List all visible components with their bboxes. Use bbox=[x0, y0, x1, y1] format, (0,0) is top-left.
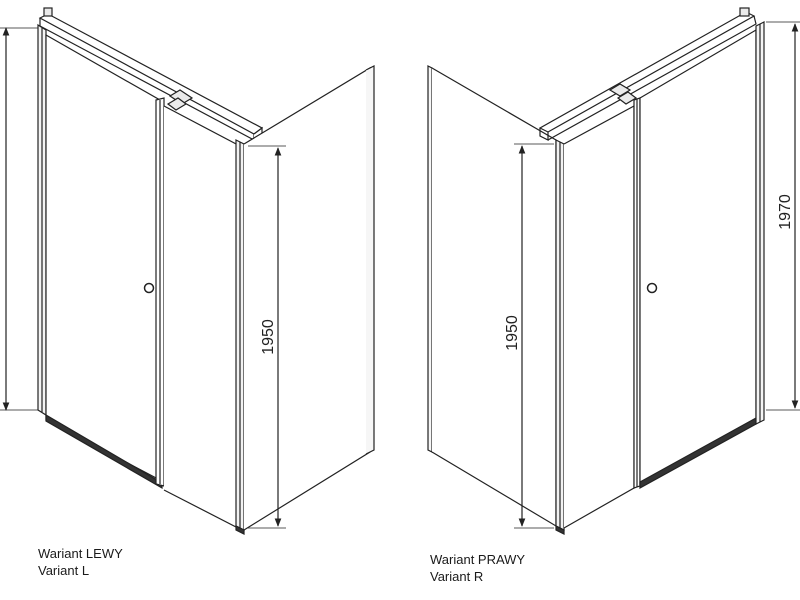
left-door-knob bbox=[143, 282, 155, 294]
right-variant-caption: Wariant PRAWY Variant R bbox=[430, 551, 525, 585]
right-inner-height-dimension bbox=[514, 143, 554, 529]
left-variant-label-pl: Wariant LEWY bbox=[38, 546, 123, 561]
right-total-height-label: 1970 bbox=[777, 194, 794, 230]
left-variant-drawing bbox=[0, 7, 375, 535]
left-variant-caption: Wariant LEWY Variant L bbox=[38, 545, 123, 579]
right-variant-drawing bbox=[427, 7, 800, 535]
left-side-panel bbox=[235, 65, 375, 535]
right-door-panel bbox=[633, 21, 765, 490]
left-inner-height-label: 1950 bbox=[260, 319, 277, 355]
right-door-knob bbox=[646, 282, 658, 294]
left-top-rail bbox=[38, 7, 264, 141]
right-variant-label-en: Variant R bbox=[430, 569, 484, 584]
right-side-panel bbox=[427, 65, 565, 535]
right-top-rail bbox=[538, 7, 757, 141]
left-variant-label-en: Variant L bbox=[38, 563, 90, 578]
left-fixed-panel bbox=[163, 105, 239, 529]
right-variant-label-pl: Wariant PRAWY bbox=[430, 552, 526, 567]
right-inner-height-label: 1950 bbox=[504, 315, 521, 351]
left-inner-height-dimension bbox=[248, 145, 286, 529]
left-door-panel bbox=[37, 23, 165, 490]
right-total-height-dimension bbox=[766, 21, 800, 411]
left-total-height-dimension bbox=[0, 27, 40, 411]
right-fixed-panel bbox=[563, 104, 635, 529]
